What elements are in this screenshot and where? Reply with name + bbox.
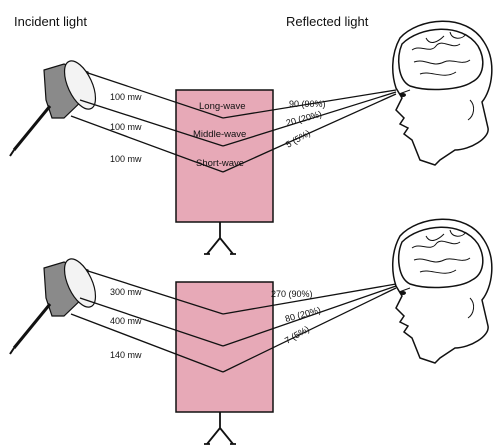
reflected-value: 270 (90%) [271,289,313,299]
observer-head-icon [393,219,492,363]
incident-value: 100 mw [110,154,142,164]
panel-1: 100 mw 100 mw 100 mw Long-wave Middle-wa… [10,21,492,254]
incident-value: 300 mw [110,287,142,297]
reflected-value: 90 (90%) [289,99,326,109]
reflected-value: 80 (20%) [284,305,322,324]
wave-label-long: Long-wave [199,101,245,112]
lamp-icon [10,254,102,354]
reflected-value: 5 (5%) [284,128,312,150]
reflecting-surface [176,282,273,412]
incident-value: 400 mw [110,316,142,326]
reflected-value: 20 (20%) [285,109,323,128]
incident-value: 140 mw [110,350,142,360]
incident-value: 100 mw [110,92,142,102]
panel-2: 300 mw 400 mw 140 mw 270 (90%) 80 (20%) … [10,219,492,444]
observer-head-icon [393,21,492,165]
easel-stand-icon [204,412,236,444]
wave-label-short: Short-wave [196,158,244,169]
easel-stand-icon [204,222,236,254]
wave-label-middle: Middle-wave [193,129,246,140]
lamp-icon [10,56,102,156]
incident-value: 100 mw [110,122,142,132]
reflected-value: 7 (5%) [283,324,311,346]
